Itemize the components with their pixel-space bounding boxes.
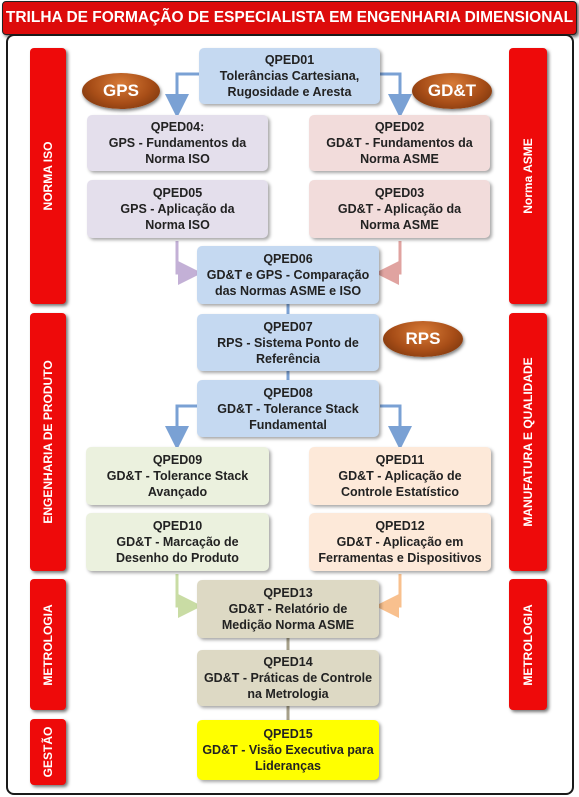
arrow-qped10-qped13 <box>175 574 202 618</box>
course-qped12[interactable]: QPED12 GD&T - Aplicação em Ferramentas e… <box>309 513 491 571</box>
left-bar-engenharia-produto: ENGENHARIA DE PRODUTO <box>30 313 66 571</box>
course-title-line2: Controle Estatístico <box>340 485 460 499</box>
course-code: QPED01 <box>264 53 315 67</box>
course-qped06[interactable]: QPED06 GD&T e GPS - Comparação das Norma… <box>197 246 379 304</box>
course-code: QPED03 <box>374 186 425 200</box>
course-qped01[interactable]: QPED01 Tolerâncias Cartesiana, Rugosidad… <box>199 48 380 104</box>
course-code: QPED09 <box>152 453 203 467</box>
course-title-line1: GD&T - Marcação de <box>116 535 239 549</box>
course-title-line1: GPS - Aplicação da <box>120 202 235 216</box>
course-title-line2: Desenho do Produto <box>116 551 239 565</box>
course-qped05[interactable]: QPED05 GPS - Aplicação da Norma ISO <box>87 180 268 238</box>
left-bar-norma-iso: NORMA ISO <box>30 48 66 304</box>
course-title-line1: GD&T e GPS - Comparação <box>206 268 370 282</box>
right-bar-norma-asme: Norma ASME <box>509 48 547 304</box>
course-title-line1: GD&T - Tolerance Stack <box>106 469 249 483</box>
course-title-line1: GPS - Fundamentos da <box>108 136 247 150</box>
course-code: QPED06 <box>263 252 313 266</box>
course-code: QPED05 <box>152 186 203 200</box>
course-title-line2: Fundamental <box>249 417 327 432</box>
arrow-qped08-qped09 <box>165 404 199 450</box>
rps-badge: RPS <box>383 321 463 357</box>
course-title-line2: na Metrologia <box>247 687 329 701</box>
arrow-qped12-qped13 <box>375 574 402 618</box>
arrow-qped08-qped11 <box>380 404 412 450</box>
course-qped08[interactable]: QPED08 GD&T - Tolerance Stack Fundamenta… <box>197 380 379 437</box>
course-qped09[interactable]: QPED09 GD&T - Tolerance Stack Avançado <box>86 447 269 505</box>
left-bar-engenharia-label: ENGENHARIA DE PRODUTO <box>41 360 55 524</box>
course-code: QPED08 <box>263 385 313 400</box>
course-title-line1: GD&T - Aplicação em <box>336 535 464 549</box>
left-bar-norma-iso-label: NORMA ISO <box>41 141 55 211</box>
course-qped11[interactable]: QPED11 GD&T - Aplicação de Controle Esta… <box>309 447 491 505</box>
course-code: QPED11 <box>375 453 425 467</box>
course-title-line1: GD&T - Relatório de <box>228 602 348 616</box>
right-bar-metrologia-label: METROLOGIA <box>521 603 535 686</box>
course-title-line2: Rugosidade e Aresta <box>227 85 352 99</box>
arrow-qped01-qped02 <box>380 72 412 118</box>
course-code: QPED10 <box>152 519 203 533</box>
course-qped15[interactable]: QPED15 GD&T - Visão Executiva para Lider… <box>197 720 379 780</box>
course-title-line2: Norma ASME <box>360 152 439 166</box>
course-title-line2: Avançado <box>147 485 208 499</box>
course-title-line2: Norma ASME <box>360 218 439 232</box>
course-title-line1: GD&T - Aplicação de <box>338 469 462 483</box>
left-bar-metrologia: METROLOGIA <box>30 579 66 710</box>
page-title: TRILHA DE FORMAÇÃO DE ESPECIALISTA EM EN… <box>2 1 577 35</box>
course-qped14[interactable]: QPED14 GD&T - Práticas de Controle na Me… <box>197 650 379 706</box>
course-title-line1: GD&T - Visão Executiva para <box>202 743 374 757</box>
course-code: QPED12 <box>375 519 425 533</box>
course-code: QPED02 <box>374 120 425 134</box>
left-bar-metrologia-label: METROLOGIA <box>41 603 55 686</box>
course-code: QPED13 <box>263 586 313 600</box>
course-title-line1: GD&T - Fundamentos da <box>326 136 473 150</box>
course-qped10[interactable]: QPED10 GD&T - Marcação de Desenho do Pro… <box>86 513 269 571</box>
right-bar-norma-asme-label: Norma ASME <box>521 138 535 214</box>
course-title-line1: RPS - Sistema Ponto de <box>217 335 359 350</box>
course-title-line1: GD&T - Tolerance Stack <box>217 401 359 416</box>
course-title-line2: Lideranças <box>254 759 321 773</box>
course-qped02[interactable]: QPED02 GD&T - Fundamentos da Norma ASME <box>309 115 490 171</box>
course-title-line1: GD&T - Práticas de Controle <box>203 671 373 685</box>
course-qped03[interactable]: QPED03 GD&T - Aplicação da Norma ASME <box>309 180 490 238</box>
course-title-line1: Tolerâncias Cartesiana, <box>219 69 360 83</box>
course-qped13[interactable]: QPED13 GD&T - Relatório de Medição Norma… <box>197 580 379 638</box>
course-code: QPED04: <box>150 120 205 134</box>
course-code: QPED07 <box>263 319 313 334</box>
course-title-line2: Norma ISO <box>145 152 210 166</box>
course-title-line1: GD&T - Aplicação da <box>337 202 462 216</box>
course-title-line2: Norma ISO <box>145 218 210 232</box>
gps-badge: GPS <box>82 73 160 109</box>
course-title-line2: Medição Norma ASME <box>221 618 355 632</box>
left-bar-gestao-label: GESTÃO <box>41 726 55 778</box>
course-qped07[interactable]: QPED07 RPS - Sistema Ponto de Referência <box>197 314 379 371</box>
right-bar-metrologia: METROLOGIA <box>509 579 547 710</box>
course-title-line2: Ferramentas e Dispositivos <box>318 551 482 565</box>
arrow-qped03-qped06 <box>375 241 402 285</box>
course-code: QPED15 <box>263 727 313 741</box>
course-title-line2: das Normas ASME e ISO <box>214 284 362 298</box>
gdt-badge: GD&T <box>412 73 492 109</box>
left-bar-gestao: GESTÃO <box>30 719 66 785</box>
arrow-qped01-qped04 <box>165 72 199 118</box>
course-code: QPED14 <box>263 655 313 669</box>
right-bar-manufatura-label: MANUFATURA E QUALIDADE <box>521 357 535 527</box>
right-bar-manufatura-qualidade: MANUFATURA E QUALIDADE <box>509 313 547 571</box>
course-qped04[interactable]: QPED04: GPS - Fundamentos da Norma ISO <box>87 115 268 171</box>
arrow-qped05-qped06 <box>175 241 202 285</box>
course-title-line2: Referência <box>256 351 320 366</box>
